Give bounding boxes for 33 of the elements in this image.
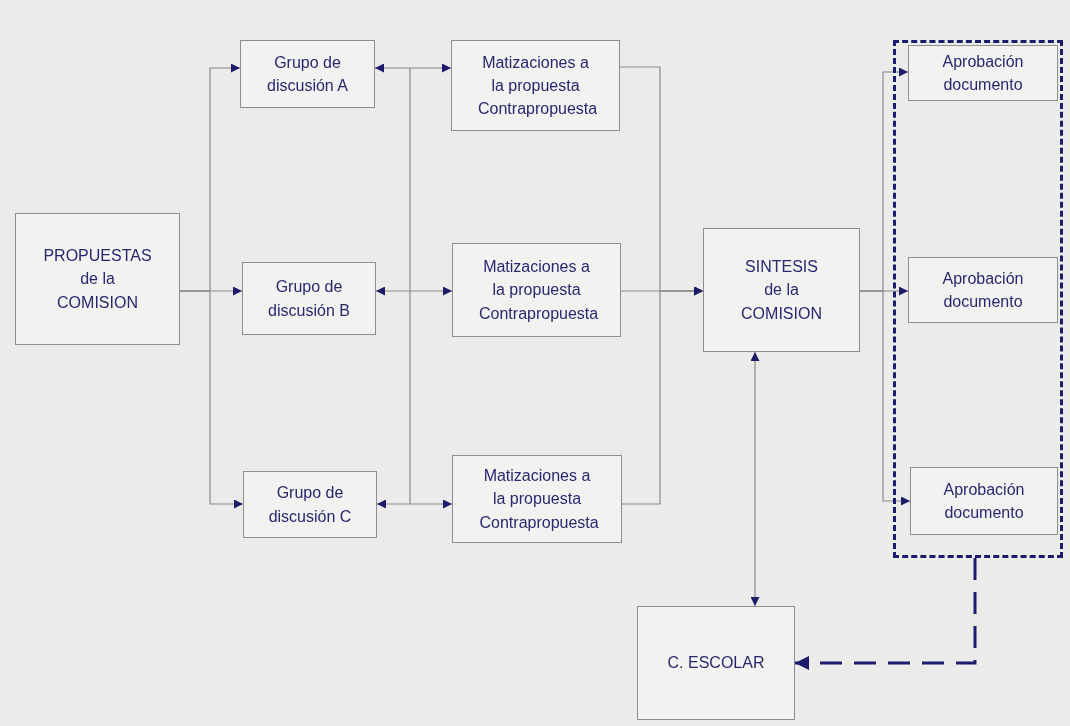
process-box — [243, 471, 377, 538]
process-box — [703, 228, 860, 352]
process-box — [452, 243, 621, 337]
box-label: Grupo de discusión B — [267, 277, 351, 321]
dashed-arrow — [795, 558, 977, 670]
box-label: Matizaciones a la propuesta Contrapropuesta — [477, 52, 597, 120]
box-label: SINTESIS de la COMISION — [740, 257, 823, 324]
box-label: Aprobación documento — [941, 268, 1025, 312]
process-box — [910, 467, 1058, 535]
arrow — [179, 290, 244, 509]
box-label: Aprobación documento — [941, 51, 1025, 95]
process-box — [452, 455, 622, 543]
box-label: Matizaciones a la propuesta Contrapropuesta — [478, 466, 599, 533]
arrow — [375, 286, 453, 296]
arrow — [750, 351, 760, 607]
process-box — [242, 262, 376, 335]
dashed-group-box — [893, 40, 1063, 558]
arrow — [376, 499, 453, 509]
process-box — [637, 606, 795, 720]
process-box — [451, 40, 620, 131]
process-box — [15, 213, 180, 345]
box-label: C. ESCOLAR — [666, 653, 766, 674]
arrow — [374, 63, 452, 73]
process-box — [240, 40, 375, 108]
box-label: Aprobación documento — [942, 479, 1026, 523]
box-label: Matizaciones a la propuesta Contrapropuesta — [478, 257, 598, 324]
box-label: Grupo de discusión C — [267, 483, 353, 527]
arrow — [859, 290, 911, 506]
box-label: Grupo de discusión A — [266, 52, 349, 96]
process-box — [908, 257, 1058, 323]
box-label: PROPUESTAS de la COMISION — [42, 246, 153, 313]
process-box — [908, 45, 1058, 101]
arrow — [621, 286, 704, 505]
